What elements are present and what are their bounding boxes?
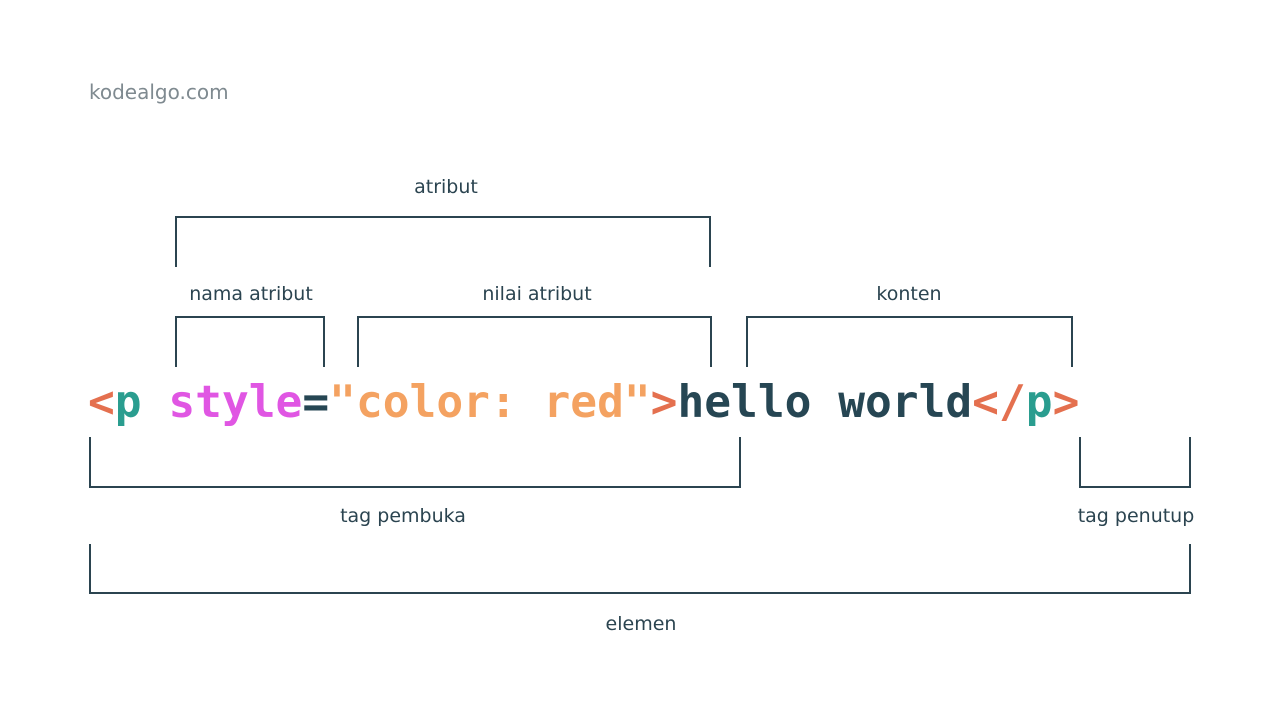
label-content: konten <box>876 283 942 305</box>
code-attr-value: "color: red" <box>329 377 651 428</box>
bracket-closing-tag <box>1079 437 1191 488</box>
label-attribute-name: nama atribut <box>189 283 313 305</box>
label-opening-tag: tag pembuka <box>340 505 466 527</box>
label-attribute-value: nilai atribut <box>482 283 592 305</box>
code-close-gt: > <box>1052 377 1080 428</box>
code-open-tag-name: p <box>114 377 142 428</box>
code-open-gt: > <box>650 377 678 428</box>
code-content: hello world <box>677 377 973 428</box>
html-code-line: <p style="color: red">hello world</p> <box>88 374 1079 432</box>
bracket-content <box>746 316 1073 367</box>
code-attr-name: style <box>168 377 303 428</box>
bracket-attribute <box>175 216 711 267</box>
code-equals: = <box>302 377 330 428</box>
brand-logo-text: kodealgo.com <box>89 80 229 104</box>
bracket-attribute-name <box>175 316 325 367</box>
code-close-lt-slash: </ <box>972 377 1026 428</box>
bracket-attribute-value <box>357 316 712 367</box>
code-space <box>142 377 169 428</box>
bracket-opening-tag <box>89 437 741 488</box>
code-open-lt: < <box>88 377 115 428</box>
code-close-tag-name: p <box>1025 377 1053 428</box>
bracket-element <box>89 544 1191 594</box>
label-closing-tag: tag penutup <box>1077 505 1195 527</box>
label-element: elemen <box>605 613 677 635</box>
label-attribute: atribut <box>414 176 478 198</box>
